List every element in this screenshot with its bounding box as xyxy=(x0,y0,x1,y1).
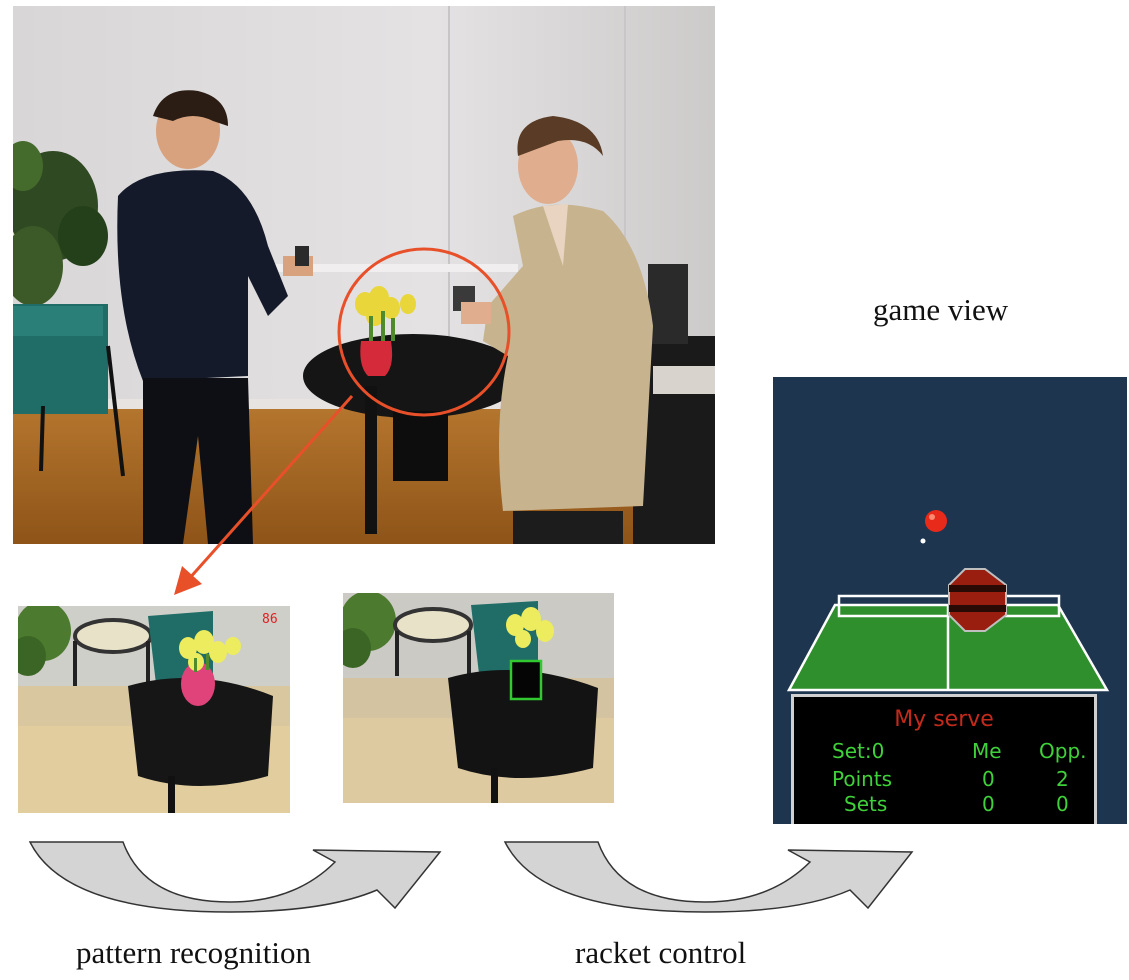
processed-frame xyxy=(343,593,614,803)
sets-label: Sets xyxy=(844,792,888,816)
sets-opp: 0 xyxy=(1056,792,1069,816)
ball xyxy=(925,510,947,532)
points-me: 0 xyxy=(982,767,995,791)
sets-row: Sets 0 0 xyxy=(794,792,1094,816)
flow-arrow-racket xyxy=(503,841,914,913)
camera-frame: 86 xyxy=(18,606,290,813)
pointer-arrow xyxy=(174,395,354,595)
detection-box xyxy=(509,659,543,701)
caption-racket-control: racket control xyxy=(575,935,747,970)
scoreboard: My serve Set:0 Me Opp. Points 0 2 Sets 0… xyxy=(791,694,1097,824)
opp-header: Opp. xyxy=(1039,739,1087,763)
set-label: Set:0 xyxy=(832,739,885,763)
points-label: Points xyxy=(832,767,893,791)
game-view-screen: My serve Set:0 Me Opp. Points 0 2 Sets 0… xyxy=(773,377,1127,824)
sets-me: 0 xyxy=(982,792,995,816)
scene-photo xyxy=(13,6,715,544)
me-header: Me xyxy=(972,739,1002,763)
points-row: Points 0 2 xyxy=(794,767,1094,791)
flow-arrow-pattern xyxy=(28,841,442,913)
serve-status: My serve xyxy=(894,707,994,732)
frame-counter: 86 xyxy=(262,612,278,627)
caption-game-view: game view xyxy=(873,292,1009,327)
caption-pattern-recognition: pattern recognition xyxy=(76,935,311,970)
scoreboard-header: Set:0 Me Opp. xyxy=(794,739,1094,763)
highlight-circle xyxy=(337,247,511,417)
opponent-racket xyxy=(948,568,1007,632)
points-opp: 2 xyxy=(1056,767,1069,791)
